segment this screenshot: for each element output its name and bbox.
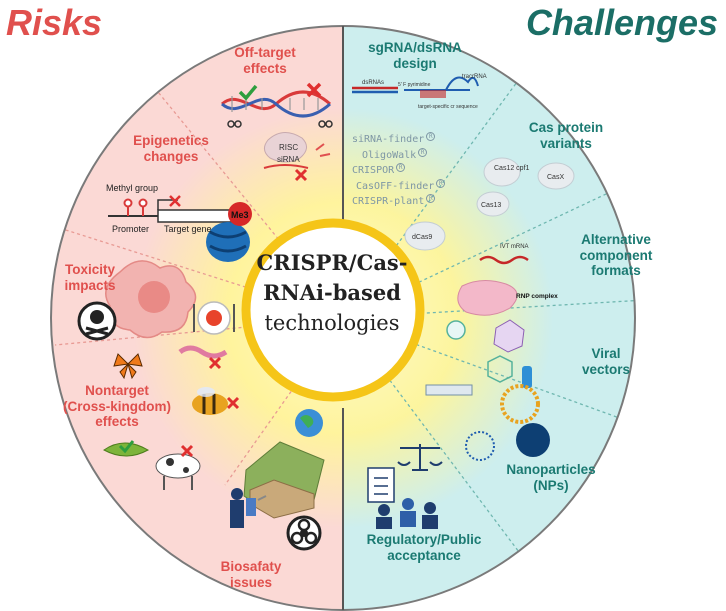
methyl-group-label: Methyl group [106,183,159,193]
tracrrna-label: tracrRNA [462,74,487,80]
nanoparticles-label: Nanoparticles (NPs) [506,462,596,493]
dendrimer-icon [465,431,495,461]
target-gene-label: Target gene [164,224,212,234]
dcas9-label: dCas9 [412,234,432,241]
viral-vectors-label: Viral vectors [581,346,631,377]
cell-nucleus-icon [138,281,170,313]
dsrna-diagram-icon [352,76,479,98]
scale-icon [397,444,443,471]
people-group-icon [376,498,438,529]
cross-icon [208,356,222,370]
center-line-1: CRISPR/Cas- [256,250,408,275]
cross-icon [226,396,240,410]
bee-icon [192,387,228,415]
mrna-icon [479,255,529,265]
viral-vector-icons [446,319,532,388]
pyrimidine-label: 5' F pyrimidine [398,82,431,88]
cas-variants-label: Cas protein variants [528,120,604,151]
nanosphere-icon [516,423,550,457]
casx-protein-icon [537,162,575,190]
off-target-label: Off-target effects [234,45,296,76]
rnp-label: RNP complex [516,293,558,300]
ivt-mrna-label: IVT mRNA [500,244,529,250]
risc-complex-icon [264,132,307,163]
check-icon [238,84,258,101]
challenges-title: Challenges [525,2,718,43]
cas12-label: Cas12 cpf1 [494,165,530,172]
checklist-icon [367,467,395,503]
me3-label: Me3 [231,210,249,220]
target-specific-label: target-specific cr sequence [418,104,478,110]
cross-icon [294,168,308,182]
dcas9-protein-icon [404,221,446,251]
dsrnas-label: dsRNAs [362,80,384,86]
cas13-label: Cas13 [481,202,501,209]
center-title: CRISPR/Cas- RNAi-based technologies [248,248,416,338]
sgrna-label: sgRNA/dsRNA design [368,40,462,71]
scissors-icon [227,120,333,128]
rnp-complex-icon [457,280,518,316]
check-icon [118,440,135,454]
center-line-2: RNAi-based [263,280,401,305]
epigenetics-label: Epigenetics changes [133,133,209,164]
nontarget-label: Nontarget (Cross-kingdom) effects [63,383,171,430]
cas12-protein-icon [483,157,521,187]
cross-icon [180,444,194,458]
center-circle [241,218,425,402]
cow-icon [155,453,201,490]
cas13-protein-icon [476,191,510,217]
risc-label: RISC [279,143,298,152]
center-line-3: technologies [264,311,400,335]
alt-formats-label: Alternative component formats [579,232,653,279]
dna-helix-icon [221,90,331,118]
farmer-sprayer-icon [230,488,267,528]
skull-icon [77,301,117,341]
sirna-label: siRNA [277,155,300,164]
liposome-icon [500,384,540,424]
sirna-strand-icon [263,164,309,169]
risks-title: Risks [6,2,103,43]
cross-icon [306,82,322,98]
plate-icon [193,301,235,335]
cut-rna-icon [315,143,331,157]
toxicity-label: Toxicity impacts [64,262,116,293]
carbon-nanotube-icon [425,384,473,396]
earthworm-icon [178,345,228,359]
regulatory-label: Regulatory/Public acceptance [366,532,482,563]
biosafety-label: Biosafaty issues [220,559,282,590]
casx-label: CasX [547,174,564,181]
butterfly-icon [113,353,143,380]
nucleosome-icon [206,202,252,262]
promoter-label: Promoter [112,224,150,234]
biohazard-icon [286,515,322,551]
globe-land-icon [300,415,314,428]
